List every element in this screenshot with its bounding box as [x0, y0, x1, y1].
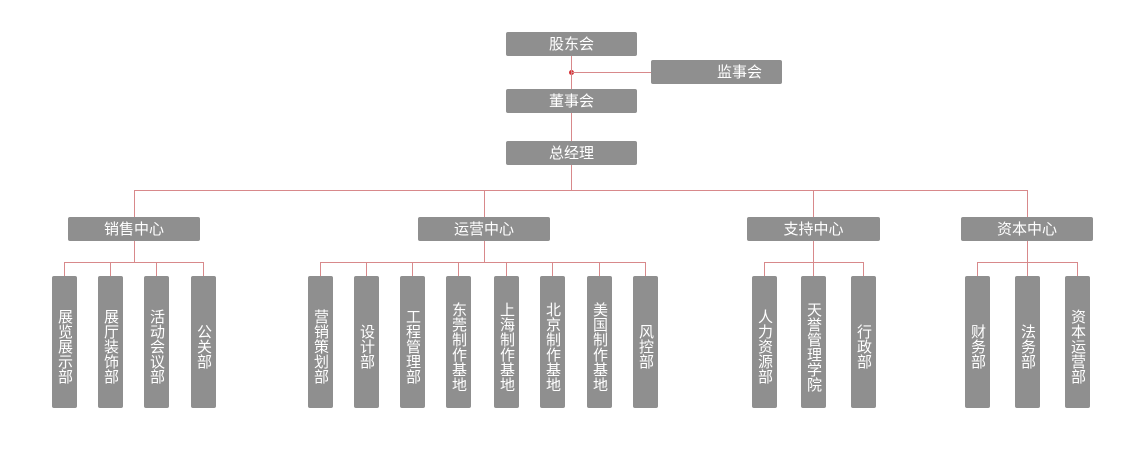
node-support-center: 支持中心	[747, 217, 880, 241]
node-ops-center: 运营中心	[418, 217, 550, 241]
ops-dept-link-6	[552, 262, 553, 276]
sales-dept-link-1	[64, 262, 65, 276]
capital-dept-link-2	[1027, 262, 1028, 276]
dept-engineering: 工程管理部	[400, 276, 425, 408]
dept-finance: 财务部	[965, 276, 990, 408]
sales-dept-link-2	[110, 262, 111, 276]
link-supervisors	[571, 72, 651, 73]
ops-dept-link-7	[599, 262, 600, 276]
ops-dept-bus	[320, 262, 645, 263]
link-board-gm	[571, 113, 572, 141]
sales-dept-bus	[64, 262, 203, 263]
dept-beijing-base: 北京制作基地	[540, 276, 565, 408]
capital-dept-link-3	[1077, 262, 1078, 276]
link-capital-bus	[1027, 241, 1028, 262]
link-bus-sales	[134, 190, 135, 217]
link-sales-bus	[134, 241, 135, 262]
link-gm-bus	[571, 165, 572, 191]
ops-dept-link-8	[645, 262, 646, 276]
dept-usa-base: 美国制作基地	[587, 276, 612, 408]
node-sales-center: 销售中心	[68, 217, 200, 241]
dept-marketing-planning: 营销策划部	[308, 276, 333, 408]
ops-dept-link-3	[412, 262, 413, 276]
ops-dept-link-2	[366, 262, 367, 276]
dept-administration: 行政部	[851, 276, 876, 408]
support-dept-link-3	[863, 262, 864, 276]
support-dept-link-2	[813, 262, 814, 276]
center-bus	[134, 190, 1027, 191]
dept-dongguan-base: 东莞制作基地	[446, 276, 471, 408]
link-bus-ops	[484, 190, 485, 217]
link-bus-support	[813, 190, 814, 217]
dept-capital-operations: 资本运营部	[1065, 276, 1090, 408]
support-dept-bus	[764, 262, 864, 263]
dept-shanghai-base: 上海制作基地	[494, 276, 519, 408]
dept-events-meetings: 活动会议部	[144, 276, 169, 408]
node-supervisors: 监事会	[651, 60, 782, 84]
support-dept-link-1	[764, 262, 765, 276]
dept-human-resources: 人力资源部	[752, 276, 777, 408]
dept-design: 设计部	[354, 276, 379, 408]
dept-showroom-decoration: 展厅装饰部	[98, 276, 123, 408]
capital-dept-link-1	[977, 262, 978, 276]
node-board: 董事会	[506, 89, 637, 113]
ops-dept-link-5	[506, 262, 507, 276]
link-ops-bus	[484, 241, 485, 262]
dept-exhibition: 展览展示部	[52, 276, 77, 408]
sales-dept-link-4	[203, 262, 204, 276]
dept-legal: 法务部	[1015, 276, 1040, 408]
link-bus-capital	[1027, 190, 1028, 217]
dept-public-relations: 公关部	[191, 276, 216, 408]
ops-dept-link-4	[458, 262, 459, 276]
ops-dept-link-1	[320, 262, 321, 276]
sales-dept-link-3	[156, 262, 157, 276]
link-support-bus	[813, 241, 814, 262]
node-shareholders: 股东会	[506, 32, 637, 56]
dept-tianyu-academy: 天誉管理学院	[801, 276, 826, 408]
node-gm: 总经理	[506, 141, 637, 165]
node-capital-center: 资本中心	[961, 217, 1093, 241]
dept-risk-control: 风控部	[633, 276, 658, 408]
